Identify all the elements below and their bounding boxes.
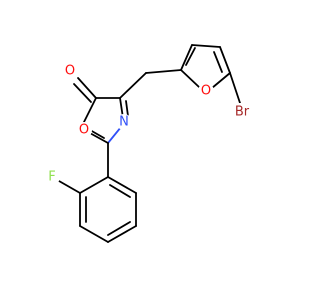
bond-c5-o-b xyxy=(73,83,92,103)
bond-ph4-ph5 xyxy=(107,225,137,243)
bond-fc2-fc3 xyxy=(180,44,193,71)
bond-fc3-fc4 xyxy=(191,44,221,48)
bond-ph3-ph4 xyxy=(79,225,109,243)
bond-ph6-ph1-inner xyxy=(109,184,131,198)
nitrogen-label: N xyxy=(119,115,129,130)
bond-fc5-br xyxy=(229,72,241,104)
furan-ring xyxy=(180,44,241,104)
bromine-label: Br xyxy=(235,105,250,120)
methylidene-linker xyxy=(119,69,182,99)
oxygen-ring-furan-label: O xyxy=(201,84,211,99)
oxazolone-ring xyxy=(73,77,129,144)
bond-ph1-ph2 xyxy=(79,176,109,194)
oxygen-carbonyl-label: O xyxy=(65,64,75,79)
bond-fc5-o xyxy=(211,72,231,89)
bond-c2-o1 xyxy=(87,131,109,144)
bond-c2-o1-inner xyxy=(89,129,105,139)
bond-ph4-ph5-inner xyxy=(107,221,131,236)
bond-fc2-fc3-inner xyxy=(185,47,196,66)
bond-o-fc2 xyxy=(180,69,200,88)
bond-ph6-ph1 xyxy=(107,176,137,194)
bond-n-c2 xyxy=(107,126,122,144)
bond-fc4-fc5-inner xyxy=(213,51,223,73)
bond-c4-ch xyxy=(119,72,147,99)
bond-ch-furan xyxy=(145,69,182,74)
fluorophenyl-ring xyxy=(58,142,137,243)
bond-c5-o-a xyxy=(77,77,97,99)
oxygen-ring-oxazole-label: O xyxy=(79,123,89,138)
structure-diagram: O O N O Br F xyxy=(44,44,253,243)
bond-o1-c5 xyxy=(82,97,97,125)
bond-ph2-f xyxy=(58,180,81,194)
fluorine-label: F xyxy=(48,170,55,185)
atom-labels: O O N O Br F xyxy=(44,63,253,185)
bond-c4-n-b xyxy=(125,100,129,117)
bond-fc4-fc5 xyxy=(219,46,231,74)
molecule-drawing: O O N O Br F xyxy=(44,44,253,243)
